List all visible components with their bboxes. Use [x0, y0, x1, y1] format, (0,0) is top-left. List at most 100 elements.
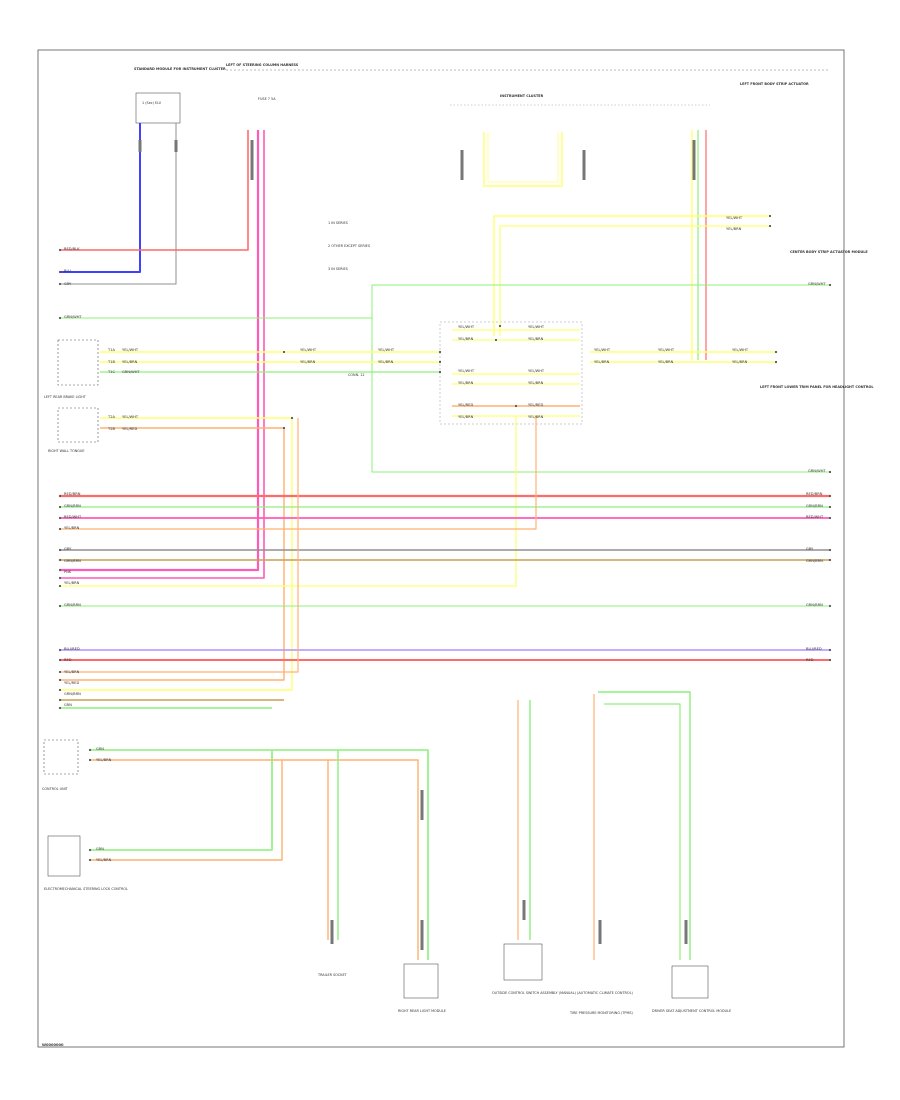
connector-pin: [774, 350, 778, 354]
connector: [582, 150, 586, 180]
rear-control-box: [671, 965, 709, 999]
wire-label: GRN/WHT: [808, 469, 826, 473]
wire-label: YEL/WHT: [594, 348, 611, 352]
connector: [460, 150, 464, 180]
connector-pin: [438, 360, 442, 364]
wire-red: [60, 130, 249, 251]
wire-label: GRN/BRN: [806, 559, 823, 563]
wire-label: GRN/BRN: [64, 559, 81, 563]
wire-pink: [60, 130, 260, 572]
top-left-module-box: [135, 92, 181, 124]
connector-pin: [58, 248, 62, 252]
wire-yellow: [60, 416, 517, 587]
wire-green: [371, 318, 830, 473]
tire-pressure-title: TIRE PRESSURE MONITORING (TPMS): [569, 1011, 634, 1015]
connector-pin: [828, 516, 832, 520]
connector: [522, 900, 526, 920]
wire-label: YEL/BRN: [458, 415, 474, 419]
connector-pin: [282, 350, 286, 354]
wire-label: YEL/BRN: [64, 670, 80, 674]
wire-label: YEL/BRN: [528, 337, 544, 341]
wire-label: GRN: [96, 847, 104, 851]
top-left-module-label: 1 (Sec) ELV: [142, 101, 162, 105]
wire-label: RED/BRN: [64, 492, 81, 496]
connector-pin: [58, 505, 62, 509]
wire-label: GRN/BRN: [806, 603, 823, 607]
connector-pin: [58, 706, 62, 710]
connector-pin: [58, 678, 62, 682]
wire-label: GRN/WHT: [122, 370, 140, 374]
connector-pin: [88, 848, 92, 852]
wire-label: YEL/BRN: [732, 360, 748, 364]
outside-module-title: OUTSIDE CONTROL SWITCH ASSEMBLY (MANUAL)…: [492, 991, 633, 995]
wire-label: RED/BRN: [806, 492, 823, 496]
wire-yellow: [499, 225, 770, 336]
wire-label: YEL/RED: [528, 403, 543, 407]
diagram-frame: [37, 49, 845, 1048]
junction-top-title: LEFT OF STEERING COLUMN HARNESS: [226, 63, 299, 67]
connector-pin: [58, 558, 62, 562]
wire-orange: [90, 759, 419, 960]
connector-pin: [58, 516, 62, 520]
connector-pin: [828, 494, 832, 498]
wire-label: YEL/WHT: [658, 348, 675, 352]
wire-green: [604, 703, 681, 960]
wire-label: YEL/BRN: [64, 526, 80, 530]
wire-label: YEL/WHT: [300, 348, 317, 352]
wire-labels: RED/BLK BLU GRY GRN/WHT GRN/WHT GRN/WHT …: [64, 216, 826, 862]
footer-code: W0000000: [42, 1043, 64, 1047]
wire-label: YEL/WHT: [528, 325, 545, 329]
wire-label: YEL/BRN: [528, 415, 544, 419]
wire-label: YEL/BRN: [528, 381, 544, 385]
left-wall-title: RIGHT WALL TONGUE: [48, 449, 85, 453]
wire-orange: [60, 427, 285, 681]
wire-orange: [60, 416, 537, 530]
connector-pin: [58, 688, 62, 692]
wire-label: T1C: [107, 370, 115, 374]
connector-pin: [828, 658, 832, 662]
wire-label: YEL/BRN: [658, 360, 674, 364]
wire-green: [598, 691, 691, 960]
wire-label: YEL/WHT: [726, 216, 743, 220]
top-right-title: LEFT FRONT BODY STRIP ACTUATOR: [740, 82, 809, 86]
connector-pin: [774, 360, 778, 364]
left-brake-title: LEFT REAR BRAKE LIGHT: [44, 395, 87, 399]
connector-pin: [828, 558, 832, 562]
legend-item-1: 1 IN SERIES: [328, 221, 348, 225]
electro-module-box: [47, 835, 81, 877]
wire-label: YEL/RED: [458, 403, 473, 407]
connector-pin: [58, 604, 62, 608]
wire-label: GRN/BRN: [806, 504, 823, 508]
wire-label: GRY: [64, 282, 72, 286]
wire-label: GRN/WHT: [808, 282, 826, 286]
rear-light-title: RIGHT REAR LIGHT MODULE: [398, 1009, 446, 1013]
wire-gray: [60, 123, 177, 285]
rear-control-title: DRIVER SEAT ADJUSTMENT CONTROL MODULE: [652, 1009, 731, 1013]
wire-label: YEL/WHT: [732, 348, 749, 352]
connector-pin: [438, 370, 442, 374]
connector-pin: [58, 270, 62, 274]
connector-pin: [828, 548, 832, 552]
wire-green: [60, 284, 830, 319]
connector-pin: [58, 576, 62, 580]
wire-orange: [90, 760, 283, 861]
fuse-label: FUSE 7 5A: [258, 97, 276, 101]
wire-label: YEL/BRN: [594, 360, 610, 364]
connector-pin: [768, 224, 772, 228]
connector-pin: [438, 350, 442, 354]
wire-label: YEL/WHT: [458, 325, 475, 329]
wire-green: [90, 750, 273, 851]
connector-pin: [828, 470, 832, 474]
wire-pink: [60, 130, 265, 579]
connector-pin: [494, 338, 498, 342]
wire-label: YEL/BRN: [726, 227, 742, 231]
connector-pin: [58, 494, 62, 498]
wire-label: RED: [64, 658, 72, 662]
connector: [174, 140, 178, 152]
connector: [420, 920, 424, 950]
trailer-socket-title: TRAILER SOCKET: [317, 973, 348, 977]
wire-label: YEL/WHT: [458, 369, 475, 373]
connector-pin: [514, 404, 518, 408]
connector-pin: [88, 758, 92, 762]
connector-pin: [58, 584, 62, 588]
